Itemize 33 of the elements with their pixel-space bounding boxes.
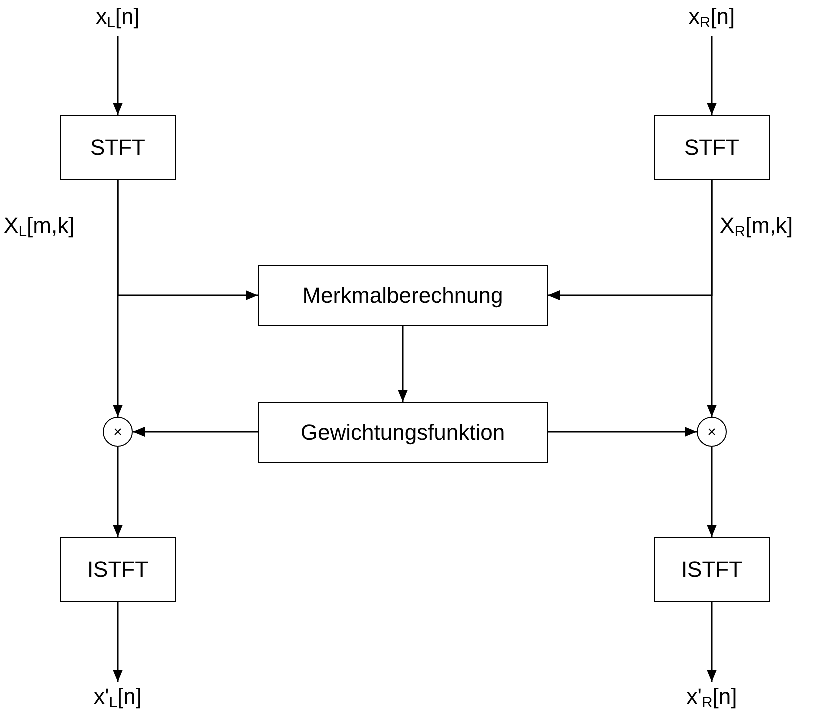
box-label: ISTFT: [87, 558, 149, 580]
box-label: STFT: [90, 136, 146, 158]
multiply-sign: ×: [114, 424, 122, 440]
signal-label: X$_{L}$[m,k]: [4, 215, 75, 241]
arrow: [113, 36, 123, 115]
box-label: ISTFT: [681, 558, 743, 580]
signal-label: x$_{R}$[n]: [682, 2, 742, 36]
process-box: [60, 537, 176, 602]
box-label: Gewichtungsfunktion: [300, 422, 506, 444]
signal-label: x$_{L}$[n]: [88, 2, 148, 36]
process-box: [654, 537, 770, 602]
arrow: [548, 180, 713, 300]
arrow: [398, 326, 408, 402]
arrow: [117, 180, 258, 300]
process-box: [654, 115, 770, 180]
signal-label: x'$_{L}$[n]: [80, 682, 156, 716]
box-label: Merkmalberechnung: [302, 284, 504, 306]
signal-label: X$_{R}$[m,k]: [720, 215, 794, 241]
arrow: [707, 602, 717, 682]
multiply-sign: ×: [708, 424, 716, 440]
arrow: [133, 427, 258, 437]
multiplier-circle: [697, 417, 727, 447]
arrow: [113, 602, 123, 682]
signal-label: x'$_{R}$[n]: [674, 682, 750, 716]
arrow: [707, 447, 717, 537]
multiplier-circle: [103, 417, 133, 447]
box-label: STFT: [684, 136, 740, 158]
process-box: [258, 265, 548, 326]
arrow: [707, 36, 717, 115]
arrow: [548, 427, 697, 437]
process-box: [258, 402, 548, 463]
arrow: [113, 447, 123, 537]
process-box: [60, 115, 176, 180]
